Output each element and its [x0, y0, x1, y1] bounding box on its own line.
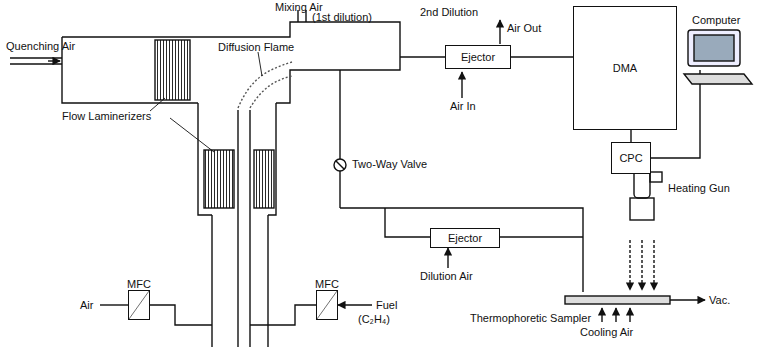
part-label: Dilution Air [420, 270, 473, 283]
air-tube [211, 215, 212, 347]
part-label: Quenching Air [6, 40, 75, 53]
part-label: Computer [692, 14, 740, 27]
heat-arrow [629, 240, 630, 290]
computer-icon [688, 30, 740, 66]
part-label: Cooling Air [580, 326, 633, 339]
part-label: Air [80, 299, 93, 312]
node-text: MFC [127, 278, 151, 290]
inlet-pipe [10, 57, 62, 58]
valve-line [339, 70, 340, 208]
part-label: Thermophoretic Sampler [470, 312, 591, 325]
sample-line [340, 208, 583, 292]
air-supply [100, 304, 128, 305]
part-label: Air In [450, 100, 476, 113]
fuel-supply [338, 304, 372, 305]
cooling-arrow [601, 308, 602, 322]
instrument-box: Ejector [445, 45, 511, 69]
part-label: Vac. [709, 294, 730, 307]
tube-connector [511, 56, 573, 57]
fuel-tube [237, 110, 238, 347]
part-label: Fuel [376, 299, 397, 312]
mfc-box: MFC [128, 290, 150, 320]
part-label: (C₂H₄) [358, 313, 390, 326]
instrument-box: CPC [611, 142, 651, 174]
mfc-box: MFC [316, 290, 338, 320]
laminerizer-hatch [155, 40, 190, 100]
part-label: (1st dilution) [312, 11, 372, 24]
node-text: Ejector [461, 51, 495, 63]
node-text: Ejector [448, 232, 482, 244]
node-text: MFC [315, 278, 339, 290]
two-way-valve [334, 159, 346, 171]
instrument-box: Ejector [430, 228, 500, 248]
sample-line [400, 56, 445, 57]
node-text: CPC [619, 152, 642, 164]
dilution-air-arrow [447, 248, 448, 268]
part-label: Heating Gun [668, 182, 730, 195]
mfc-diagonal [129, 291, 149, 319]
part-label: Flow Laminerizers [62, 110, 151, 123]
air-out-arrow [499, 20, 500, 44]
tube-connector [630, 130, 631, 142]
diffusion-flame [238, 62, 292, 108]
part-label: Two-Way Valve [352, 158, 427, 171]
air-in-arrow [461, 72, 462, 98]
part-label: 2nd Dilution [420, 6, 478, 19]
mfc-diagonal [317, 291, 337, 319]
vac-line [670, 299, 705, 300]
chamber-wall [62, 22, 400, 103]
part-label: Diffusion Flame [218, 41, 294, 54]
node-text: DMA [613, 62, 637, 74]
instrument-box: DMA [573, 6, 677, 130]
leader-line [150, 98, 165, 111]
part-label: Air Out [507, 22, 541, 35]
sampler-plate [565, 296, 670, 304]
